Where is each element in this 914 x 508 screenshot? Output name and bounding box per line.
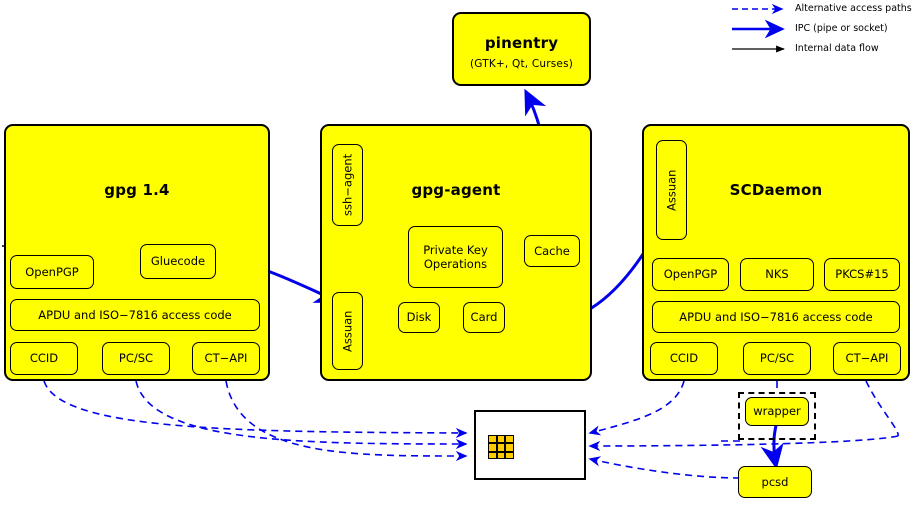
scdaemon-block-pcsc[interactable]: PC/SC (743, 342, 811, 375)
module-gpg[interactable]: gpg 1.4 (4, 124, 270, 381)
scdaemon-ctapi-label: CT−API (845, 351, 889, 366)
legend-label-ipc: IPC (pipe or socket) (795, 23, 888, 34)
legend-label-alt-paths: Alternative access paths (795, 3, 912, 14)
gpg-gluecode-label: Gluecode (150, 254, 206, 269)
gpg-ctapi-label: CT−API (204, 351, 248, 366)
agent-block-card[interactable]: Card (463, 302, 505, 333)
gpg-block-pcsc[interactable]: PC/SC (102, 342, 170, 375)
legend: Alternative access paths IPC (pipe or so… (0, 0, 914, 56)
agent-pko-line2: Operations (423, 257, 488, 271)
agent-ssh-agent-label: ssh−agent (340, 153, 355, 217)
scdaemon-title: SCDaemon (729, 181, 823, 199)
module-pinentry[interactable]: pinentry (GTK+, Qt, Curses) (452, 12, 591, 86)
scdaemon-assuan-label: Assuan (664, 169, 679, 211)
alt-gpg-pcsc-to-card (135, 380, 468, 450)
scdaemon-block-apdu[interactable]: APDU and ISO−7816 access code (652, 301, 900, 333)
pinentry-subtitle: (GTK+, Qt, Curses) (469, 58, 574, 70)
agent-block-disk[interactable]: Disk (398, 302, 440, 333)
wrapper-dashed-region (738, 392, 816, 440)
alt-gpg-ctapi-to-card (225, 380, 468, 462)
pinentry-title: pinentry (484, 34, 559, 52)
agent-cache-label: Cache (534, 243, 570, 258)
gpg-block-ccid[interactable]: CCID (10, 342, 78, 375)
gpg-openpgp-label: OpenPGP (25, 264, 79, 279)
pcsd-label: pcsd (761, 474, 789, 489)
block-wrapper[interactable]: wrapper (745, 397, 809, 426)
gpg-block-openpgp[interactable]: OpenPGP (10, 255, 94, 289)
scdaemon-nks-label: NKS (765, 267, 789, 282)
alt-gpg-ccid-to-card (43, 380, 468, 439)
scdaemon-pcsc-label: PC/SC (759, 351, 795, 366)
legend-label-internal-flow: Internal data flow (795, 43, 879, 54)
scdaemon-pkcs15-label: PKCS#15 (835, 267, 889, 282)
alt-scd-ccid-to-card (588, 380, 685, 436)
agent-block-ssh-agent[interactable]: ssh−agent (332, 144, 363, 226)
scdaemon-block-pkcs15[interactable]: PKCS#15 (824, 258, 900, 291)
scdaemon-block-ccid[interactable]: CCID (650, 342, 718, 375)
alt-pcsd-to-card-lower (588, 456, 741, 479)
agent-assuan-label: Assuan (340, 310, 355, 352)
gpg-pcsc-label: PC/SC (118, 351, 154, 366)
scdaemon-block-openpgp[interactable]: OpenPGP (652, 258, 729, 291)
smartcard[interactable] (474, 410, 586, 480)
gpg-block-ctapi[interactable]: CT−API (192, 342, 260, 375)
scdaemon-block-nks[interactable]: NKS (740, 258, 814, 291)
gpg-block-apdu[interactable]: APDU and ISO−7816 access code (10, 299, 260, 331)
scdaemon-block-assuan[interactable]: Assuan (656, 140, 687, 240)
smartcard-chip-icon (488, 435, 514, 459)
agent-block-assuan[interactable]: Assuan (332, 292, 363, 370)
gpg-block-gluecode[interactable]: Gluecode (140, 244, 216, 279)
gpg-apdu-label: APDU and ISO−7816 access code (38, 307, 232, 322)
agent-disk-label: Disk (406, 310, 432, 325)
agent-pko-line1: Private Key (423, 242, 488, 257)
scdaemon-block-ctapi[interactable]: CT−API (833, 342, 901, 375)
agent-block-private-key-operations[interactable]: Private Key Operations (408, 226, 503, 288)
block-pcsd[interactable]: pcsd (738, 466, 812, 498)
gpg-ccid-label: CCID (29, 351, 59, 366)
agent-block-cache[interactable]: Cache (524, 235, 580, 267)
alt-scd-ctapi-to-pcsd (865, 380, 899, 437)
gpg-title: gpg 1.4 (104, 181, 170, 199)
agent-card-label: Card (470, 310, 498, 325)
gpg-agent-title: gpg-agent (411, 181, 501, 199)
scdaemon-openpgp-label: OpenPGP (663, 267, 718, 282)
wrapper-label: wrapper (753, 404, 801, 419)
scdaemon-ccid-label: CCID (669, 351, 699, 366)
scdaemon-apdu-label: APDU and ISO−7816 access code (679, 309, 873, 324)
